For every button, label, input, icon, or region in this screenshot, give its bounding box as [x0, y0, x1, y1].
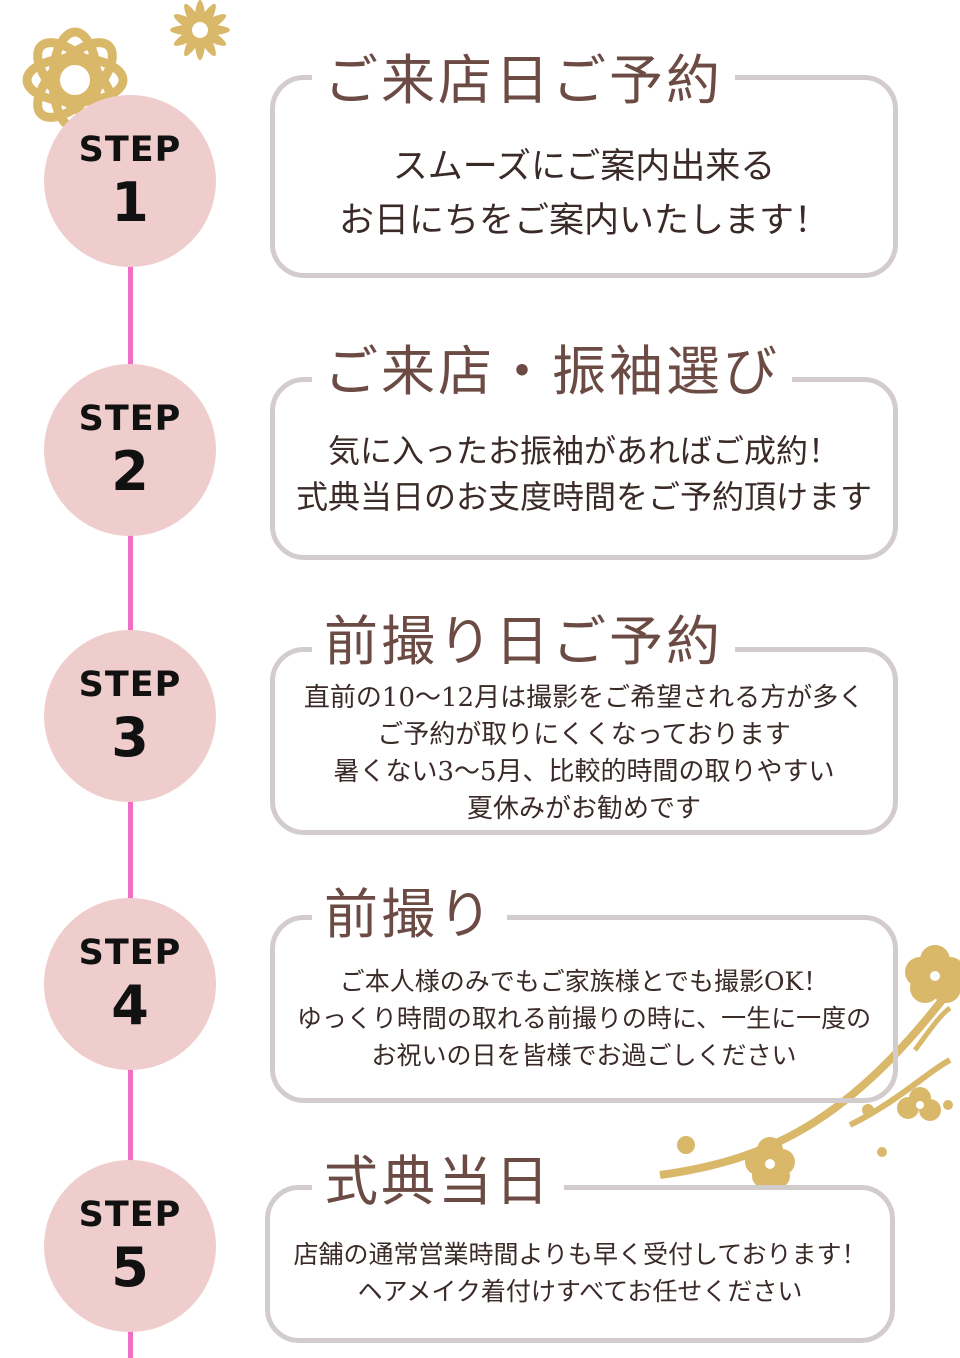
step-4-title: 前撮り	[312, 888, 507, 942]
step-number: 4	[111, 973, 149, 1037]
step-3-title: 前撮り日ご予約	[312, 615, 735, 669]
description-line: ご予約が取りにくくなっております	[377, 720, 791, 750]
step-number: 2	[111, 439, 149, 503]
description-line: 店舗の通常営業時間よりも早く受付しております！	[293, 1240, 867, 1269]
step-label: STEP	[78, 129, 182, 170]
step-4-card	[270, 915, 898, 1103]
step-2-title: ご来店・振袖選び	[312, 345, 792, 399]
description-line: ゆっくり時間の取れる前撮りの時に、一生に一度の	[296, 1004, 872, 1033]
description-line: 気に入ったお振袖があればご成約！	[327, 432, 840, 470]
description-line: 式典当日のお支度時間をご予約頂けます	[295, 478, 872, 516]
step-label: STEP	[78, 932, 182, 973]
description-line: スムーズにご案内出来る	[392, 147, 776, 187]
step-4-description: ご本人様のみでもご家族様とでも撮影OK！ ゆっくり時間の取れる前撮りの時に、一生…	[270, 963, 898, 1074]
step-2-description: 気に入ったお振袖があればご成約！ 式典当日のお支度時間をご予約頂けます	[270, 428, 898, 520]
step-label: STEP	[78, 664, 182, 705]
step-label: STEP	[78, 1194, 182, 1235]
description-line: 夏休みがお勧めです	[466, 794, 701, 824]
step-1-title: ご来店日ご予約	[312, 54, 735, 108]
step-5-title: 式典当日	[312, 1155, 564, 1209]
step-5-badge: STEP 5	[44, 1160, 216, 1332]
step-3-description: 直前の10〜12月は撮影をご希望される方が多く ご予約が取りにくくなっております…	[270, 680, 898, 828]
description-line: ヘアメイク着付けすべてお任せください	[357, 1277, 803, 1306]
step-4-badge: STEP 4	[44, 898, 216, 1070]
description-line: 暑くない3〜5月、比較的時間の取りやすい	[333, 757, 835, 787]
step-2-badge: STEP 2	[44, 364, 216, 536]
description-line: お祝いの日を皆様でお過ごしください	[371, 1041, 797, 1070]
step-label: STEP	[78, 398, 182, 439]
step-1-description: スムーズにご案内出来る お日にちをご案内いたします！	[270, 140, 898, 248]
description-line: ご本人様のみでもご家族様とでも撮影OK！	[339, 967, 829, 996]
step-number: 5	[111, 1235, 149, 1299]
description-line: 直前の10〜12月は撮影をご希望される方が多く	[303, 683, 865, 713]
step-5-card	[265, 1185, 895, 1343]
gold-blossom-branch-icon	[659, 945, 960, 1188]
description-line: お日にちをご案内いたします！	[338, 201, 829, 241]
step-1-badge: STEP 1	[44, 95, 216, 267]
step-3-badge: STEP 3	[44, 630, 216, 802]
step-number: 3	[111, 705, 149, 769]
step-5-description: 店舗の通常営業時間よりも早く受付しております！ ヘアメイク着付けすべてお任せくだ…	[265, 1236, 895, 1310]
step-number: 1	[111, 170, 149, 234]
gold-flower-decoration-icon	[22, 0, 230, 133]
